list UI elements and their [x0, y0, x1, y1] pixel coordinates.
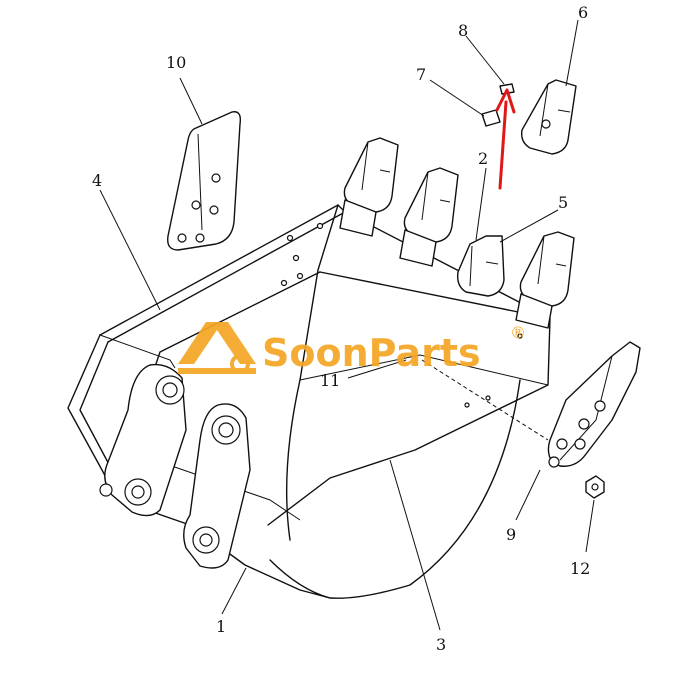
callout-3: 3	[436, 635, 446, 654]
pin-part-7	[481, 109, 501, 127]
bucket-body	[67, 204, 551, 599]
registered-mark: ®	[510, 323, 526, 342]
leader-lines	[99, 19, 595, 631]
callout-9: 9	[506, 525, 516, 544]
callout-10: 10	[166, 53, 186, 72]
callout-labels: 1 2 3 4 5 6 7 8 9 10 11 12	[92, 3, 590, 654]
highlight-arrow	[495, 88, 516, 190]
callout-12: 12	[570, 559, 590, 578]
callout-1: 1	[216, 617, 226, 636]
callout-2: 2	[478, 149, 488, 168]
nut-part-12	[585, 475, 605, 499]
tooth-part-6	[520, 79, 577, 155]
callout-7: 7	[416, 65, 426, 84]
watermark-brand: SoonParts	[262, 331, 481, 375]
callout-11: 11	[320, 371, 340, 390]
side-cutter-part-9	[547, 341, 641, 468]
soonparts-logo-icon	[178, 322, 256, 374]
side-cutter-part-10	[167, 111, 242, 251]
callout-5: 5	[558, 193, 568, 212]
callout-6: 6	[578, 3, 588, 22]
soonparts-watermark: SoonParts ®	[178, 322, 526, 375]
callout-4: 4	[92, 171, 102, 190]
callout-8: 8	[458, 21, 468, 40]
teeth-part-2	[339, 137, 575, 329]
bracket-lugs-part-1	[99, 363, 251, 569]
